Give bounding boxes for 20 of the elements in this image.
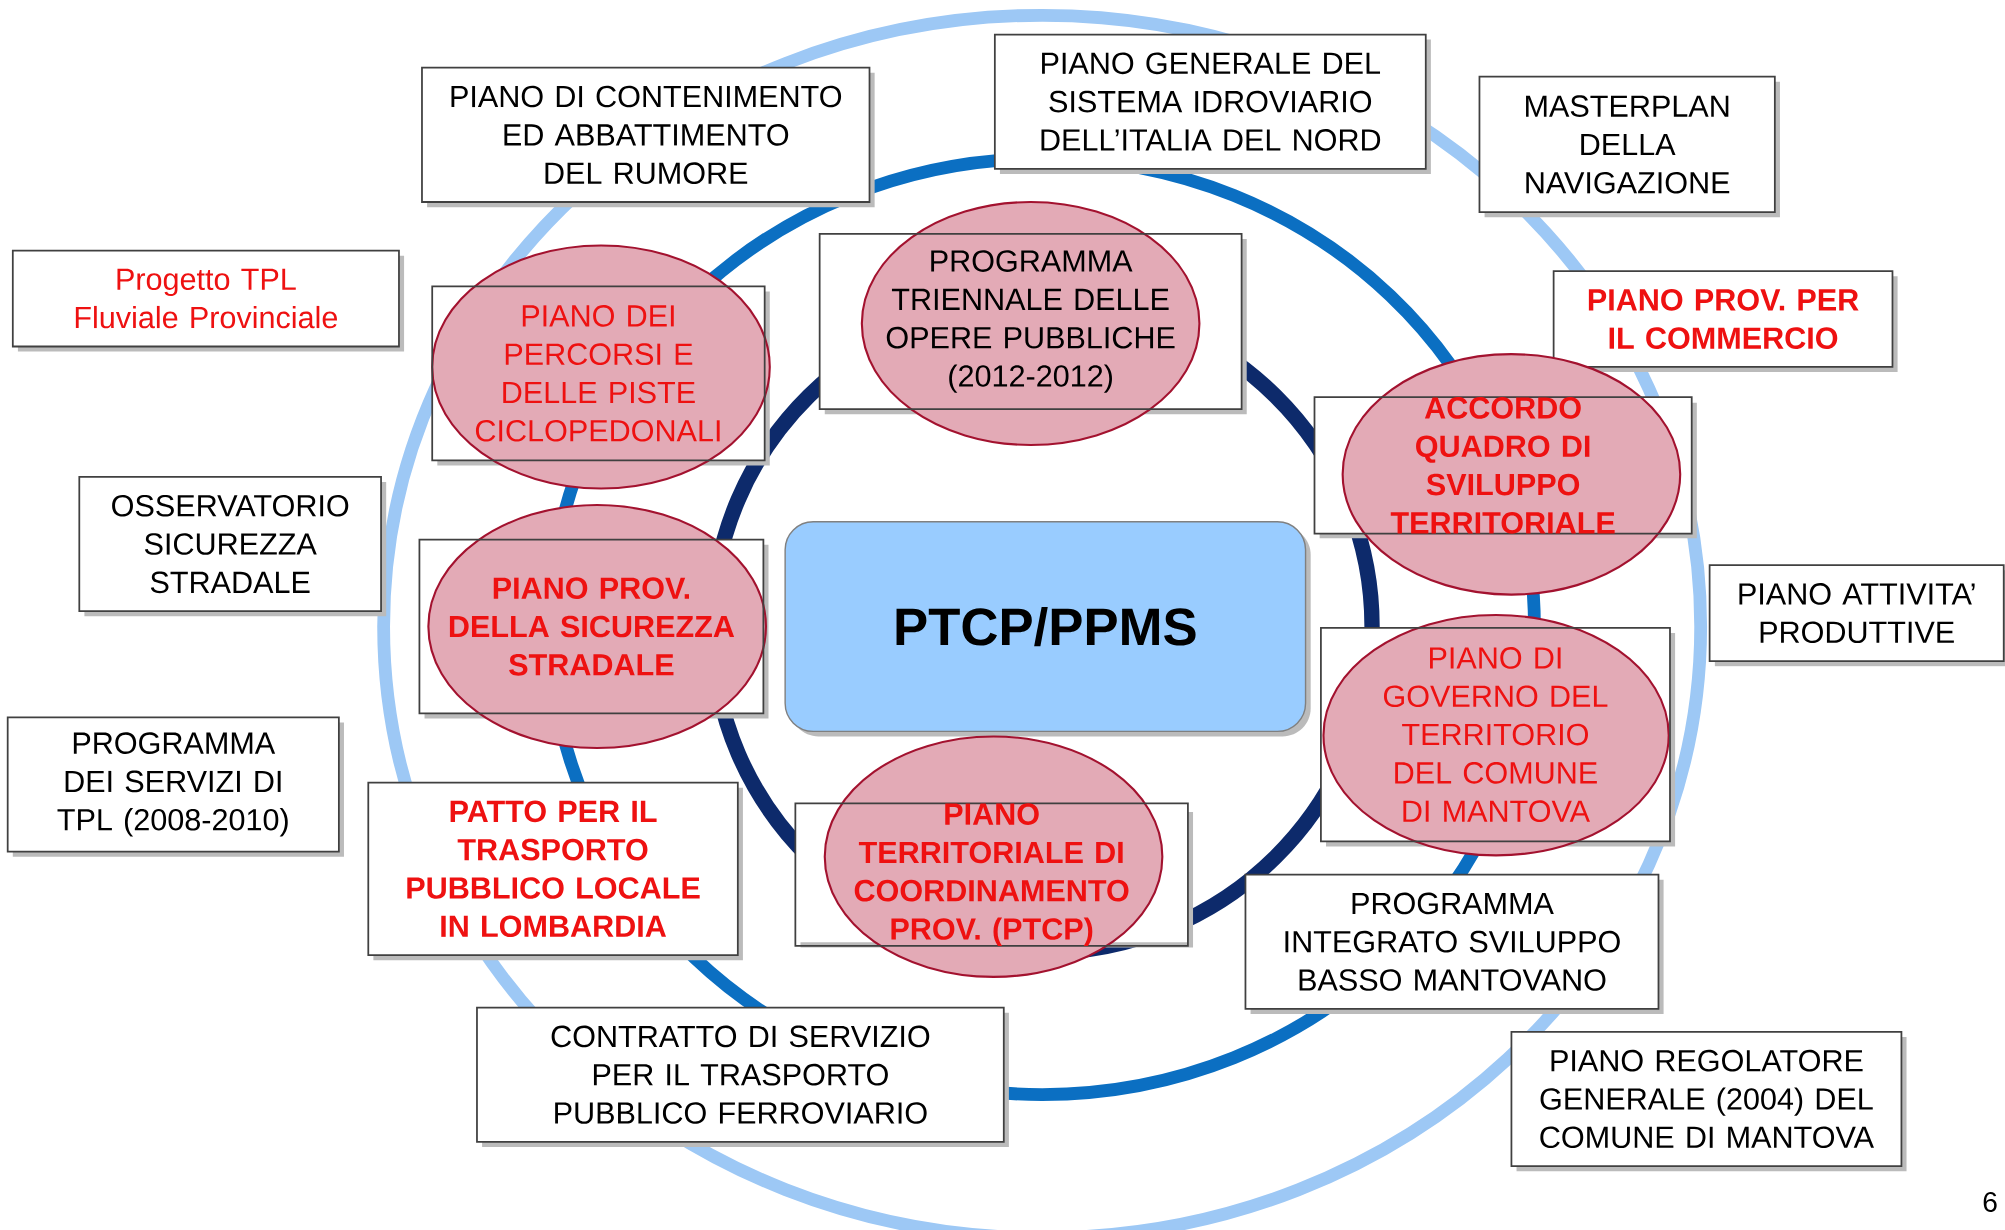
- highlighted-plan-box: PIANO TERRITORIALE DI COORDINAMENTO PROV. (PTCP): [794, 735, 1194, 978]
- highlighted-plan-box: PIANO DI GOVERNO DEL TERRITORIO DEL COMUNE DI MANTOVA: [1320, 613, 1676, 857]
- highlighted-plan-box: PIANO DEI PERCORSI E DELLE PISTE CICLOPEDONALI: [431, 244, 771, 490]
- highlighted-plan-box: PIANO PROV. DELLA SICUREZZA STRADALE: [418, 503, 769, 750]
- plan-box: CONTRATTO DI SERVIZIO PER IL TRASPORTO PUBBLICO FERROVIARIO: [476, 1006, 1009, 1147]
- plan-box: OSSERVATORIO SICUREZZA STRADALE: [78, 476, 387, 617]
- page-number: 6: [1983, 1191, 1997, 1212]
- highlighted-plan-box: ACCORDO QUADRO DI SVILUPPO TERRITORIALE: [1313, 353, 1697, 596]
- center-box: PTCP/PPMS: [784, 520, 1311, 737]
- plan-box: MASTERPLAN DELLA NAVIGAZIONE: [1478, 75, 1780, 218]
- plan-box: PROGRAMMA DEI SERVIZI DI TPL (2008-2010): [6, 716, 344, 857]
- plan-box: PIANO GENERALE DEL SISTEMA IDROVIARIO DELL’ITALIA DEL NORD: [993, 33, 1431, 174]
- plan-box: Progetto TPL Fluviale Provinciale: [11, 249, 405, 352]
- plan-box: PIANO PROV. PER IL COMMERCIO: [1552, 270, 1898, 373]
- plan-box: PROGRAMMA INTEGRATO SVILUPPO BASSO MANTOVANO: [1244, 873, 1664, 1014]
- plan-box: PIANO ATTIVITA’ PRODUTTIVE: [1708, 564, 2005, 667]
- highlighted-plan-box: PROGRAMMA TRIENNALE DELLE OPERE PUBBLICHE (2012-2012): [818, 200, 1247, 446]
- plan-box: PATTO PER IL TRASPORTO PUBBLICO LOCALE IN LOMBARDIA: [367, 781, 743, 961]
- plan-box: PIANO DI CONTENIMENTO ED ABBATTIMENTO DEL RUMORE: [421, 66, 875, 208]
- plan-box: PIANO REGOLATORE GENERALE (2004) DEL COMUNE DI MANTOVA: [1510, 1030, 1907, 1172]
